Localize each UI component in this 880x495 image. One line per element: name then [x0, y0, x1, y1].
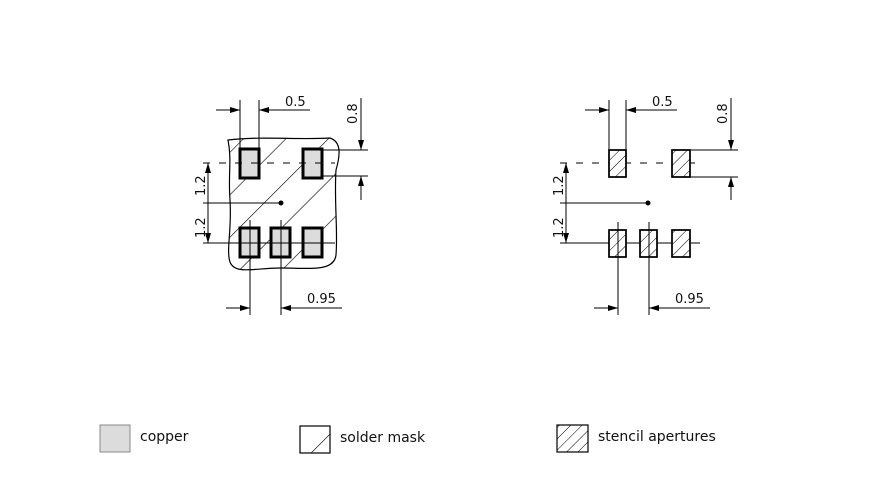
dim-pitch-x: 0.5 — [285, 95, 306, 110]
dim-pitch-y-top: 1.2 — [552, 175, 567, 196]
dim-pad-spacing: 0.95 — [675, 292, 704, 307]
dim-pitch-y-bottom: 1.2 — [194, 217, 209, 238]
legend-stencil: stencil apertures — [598, 429, 716, 445]
legend-solder-mask: solder mask — [340, 430, 426, 446]
dim-pitch-x: 0.5 — [652, 95, 673, 110]
footprint-view: 0.5 0.8 1.2 1.2 0.95 — [194, 95, 368, 315]
stencil-view: 0.5 0.8 1.2 1.2 0.95 — [552, 95, 738, 315]
center-point — [645, 200, 651, 206]
dim-pad-spacing: 0.95 — [307, 292, 336, 307]
legend: copper solder mask stencil apertures — [99, 424, 716, 454]
legend-copper: copper — [140, 429, 189, 445]
dim-pitch-y-top: 1.2 — [194, 175, 209, 196]
copper-swatch — [99, 424, 131, 453]
stencil-swatch — [556, 424, 589, 453]
dim-pad-height: 0.8 — [346, 103, 361, 124]
dim-pad-height: 0.8 — [716, 103, 731, 124]
center-point — [278, 200, 284, 206]
solder-mask-swatch — [299, 425, 331, 454]
dim-pitch-y-bottom: 1.2 — [552, 217, 567, 238]
